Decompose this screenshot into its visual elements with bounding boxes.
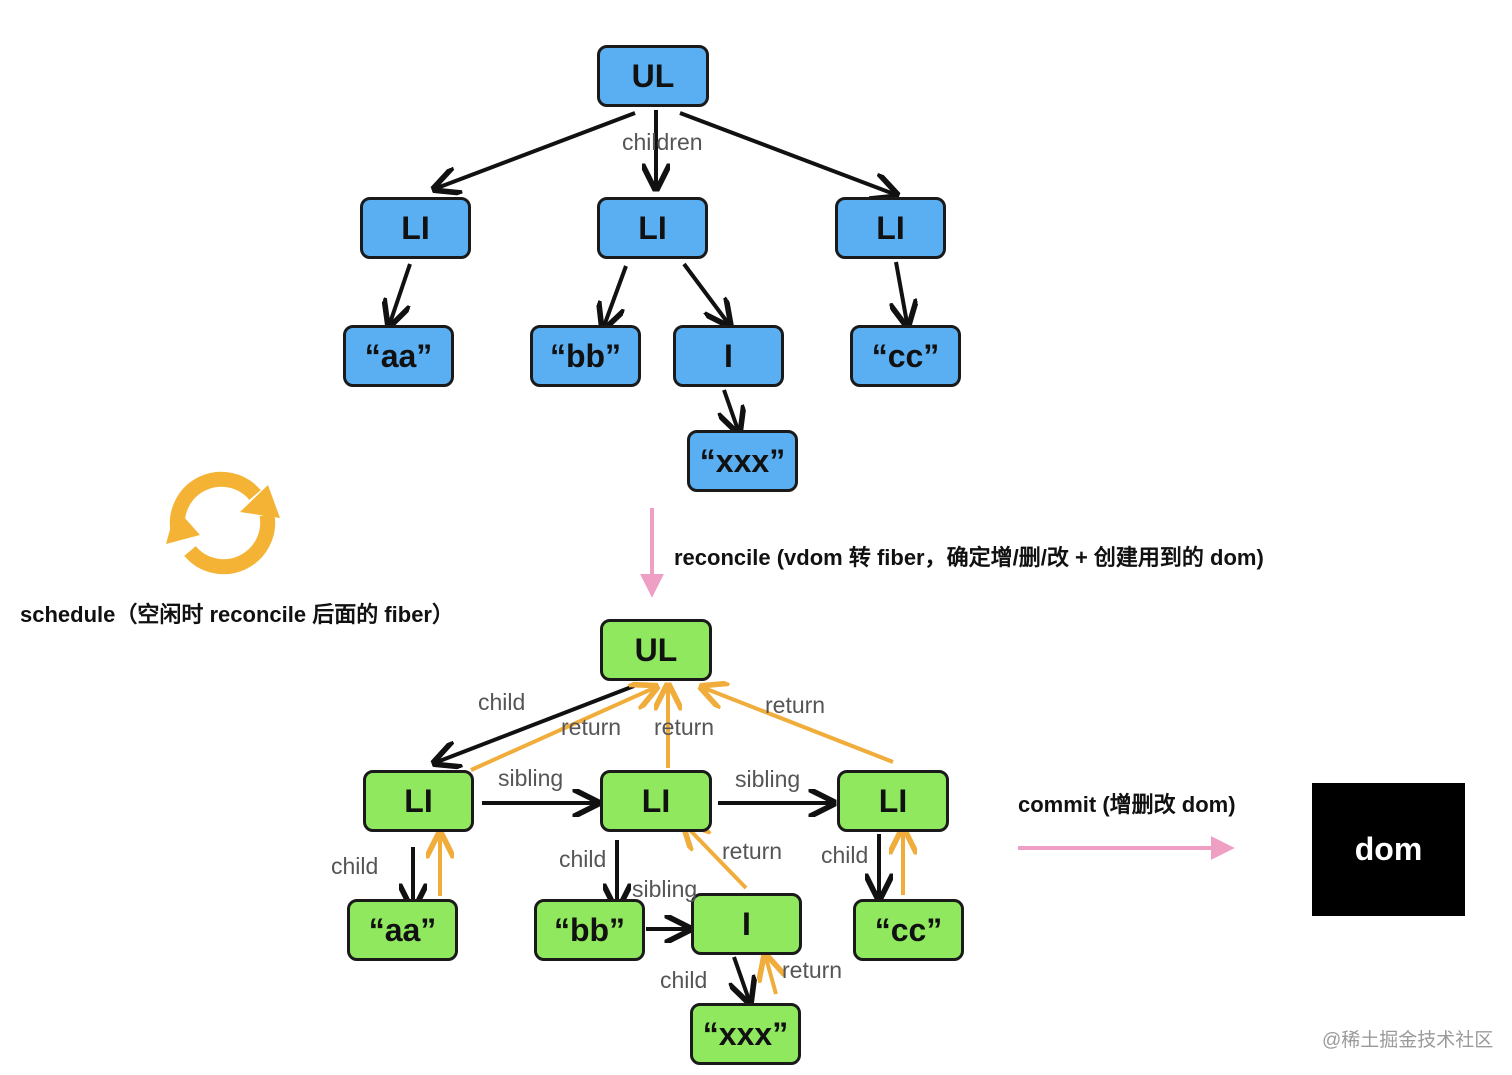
- dom-output-box: dom: [1312, 783, 1465, 916]
- label-child-li3-cc: child: [821, 842, 869, 868]
- label-return-xxx-i: return: [782, 957, 843, 983]
- fiber-return-li1-ul: [470, 688, 654, 772]
- label-sibling-li2-li3: sibling: [735, 766, 801, 792]
- schedule-caption: schedule（空闲时 reconcile 后面的 fiber）: [20, 602, 454, 627]
- fiber-return-li3-ul: [704, 688, 894, 764]
- fiber-return-xxx-i: [766, 958, 776, 995]
- vdom-text-xxx-node: “xxx”: [687, 430, 798, 492]
- vdom-li-node-2: LI: [597, 197, 708, 259]
- label-sibling-bb-i: sibling: [632, 876, 698, 902]
- edge-li2-i: [682, 262, 728, 323]
- fiber-text-aa-node: “aa”: [347, 899, 458, 961]
- vdom-li-node-1: LI: [360, 197, 471, 259]
- fiber-text-bb-node: “bb”: [534, 899, 645, 961]
- edge-ul-li3: [679, 111, 894, 194]
- fiber-child-sibling-edges: [413, 684, 879, 1000]
- edge-li1-aa: [390, 263, 412, 323]
- commit-caption: commit (增删改 dom): [1018, 792, 1236, 817]
- fiber-i-node: I: [691, 893, 802, 955]
- fiber-li-node-2: LI: [600, 770, 712, 832]
- children-edge-label: children: [622, 129, 703, 155]
- label-child-li2-bb: child: [559, 846, 607, 872]
- fiber-text-cc-node: “cc”: [853, 899, 964, 961]
- label-child-i-xxx: child: [660, 967, 708, 993]
- vdom-text-aa-node: “aa”: [343, 325, 454, 387]
- fiber-li-node-3: LI: [837, 770, 949, 832]
- label-return-li2-ul: return: [654, 714, 715, 740]
- fiber-child-i-xxx: [734, 956, 749, 1000]
- edge-li3-cc: [896, 261, 907, 323]
- vdom-text-bb-node: “bb”: [530, 325, 641, 387]
- fiber-child-ul-li1: [437, 684, 635, 762]
- label-child-li1-aa: child: [331, 853, 379, 879]
- refresh-cycle-icon: [166, 471, 280, 575]
- fiber-text-xxx-node: “xxx”: [690, 1003, 801, 1065]
- fiber-li-node-1: LI: [363, 770, 474, 832]
- edge-i-xxx: [724, 389, 738, 430]
- label-child-ul-li1: child: [478, 689, 526, 715]
- fiber-ul-node: UL: [600, 619, 712, 681]
- label-return-li1-ul: return: [561, 714, 622, 740]
- reconcile-caption: reconcile (vdom 转 fiber，确定增/删/改 + 创建用到的 …: [674, 545, 1264, 570]
- vdom-i-node: I: [673, 325, 784, 387]
- label-return-li3-ul: return: [765, 692, 826, 718]
- watermark: @稀土掘金技术社区: [1322, 1030, 1494, 1051]
- fiber-return-i-li2: [686, 826, 748, 890]
- fiber-return-edges: [440, 688, 903, 995]
- label-return-i-li2: return: [722, 838, 783, 864]
- vdom-text-cc-node: “cc”: [850, 325, 961, 387]
- edge-ul-li1: [437, 111, 636, 188]
- vdom-ul-node: UL: [597, 45, 709, 107]
- vdom-edges: [390, 110, 907, 430]
- vdom-li-node-3: LI: [835, 197, 946, 259]
- edge-li2-bb: [604, 265, 628, 326]
- label-sibling-li1-li2: sibling: [498, 765, 564, 791]
